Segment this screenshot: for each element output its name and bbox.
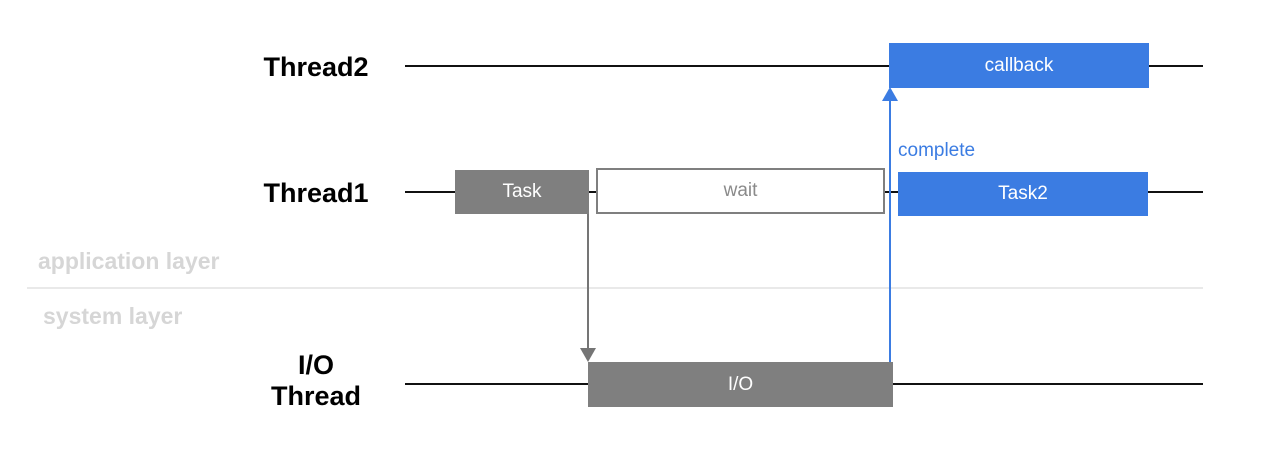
io-thread-label: I/O Thread	[240, 350, 392, 412]
io-dispatch-arrowhead-icon	[580, 348, 596, 362]
io-timeline-left-segment	[405, 383, 588, 385]
thread1-timeline-connector-task-wait	[589, 191, 596, 193]
complete-label: complete	[898, 140, 976, 161]
io-thread-label-line1: I/O	[297, 350, 334, 380]
wait-box: wait	[596, 168, 885, 214]
task2-box: Task2	[898, 172, 1148, 216]
layer-divider	[27, 287, 1203, 289]
thread1-timeline-connector-wait-task2	[885, 191, 898, 193]
thread1-timeline-left-segment	[405, 191, 455, 193]
callback-box: callback	[889, 43, 1149, 88]
io-box: I/O	[588, 362, 893, 407]
task-box: Task	[455, 170, 589, 214]
io-dispatch-arrow-line	[587, 213, 589, 350]
application-layer-label: application layer	[38, 248, 220, 274]
system-layer-label: system layer	[43, 303, 183, 329]
io-thread-label-line2: Thread	[270, 381, 362, 411]
thread2-timeline-right-segment	[1149, 65, 1203, 67]
task2-box-label: Task2	[998, 183, 1048, 204]
wait-box-label: wait	[723, 180, 758, 201]
thread2-timeline-left-segment	[405, 65, 889, 67]
complete-arrowhead-icon	[882, 87, 898, 101]
io-timeline-right-segment	[893, 383, 1203, 385]
thread1-timeline-right-segment	[1148, 191, 1203, 193]
io-box-label: I/O	[727, 373, 754, 395]
thread1-label: Thread1	[263, 178, 369, 208]
callback-box-label: callback	[984, 54, 1054, 76]
task-box-label: Task	[502, 181, 542, 202]
complete-arrow-line	[889, 99, 891, 362]
thread2-label: Thread2	[263, 52, 369, 82]
